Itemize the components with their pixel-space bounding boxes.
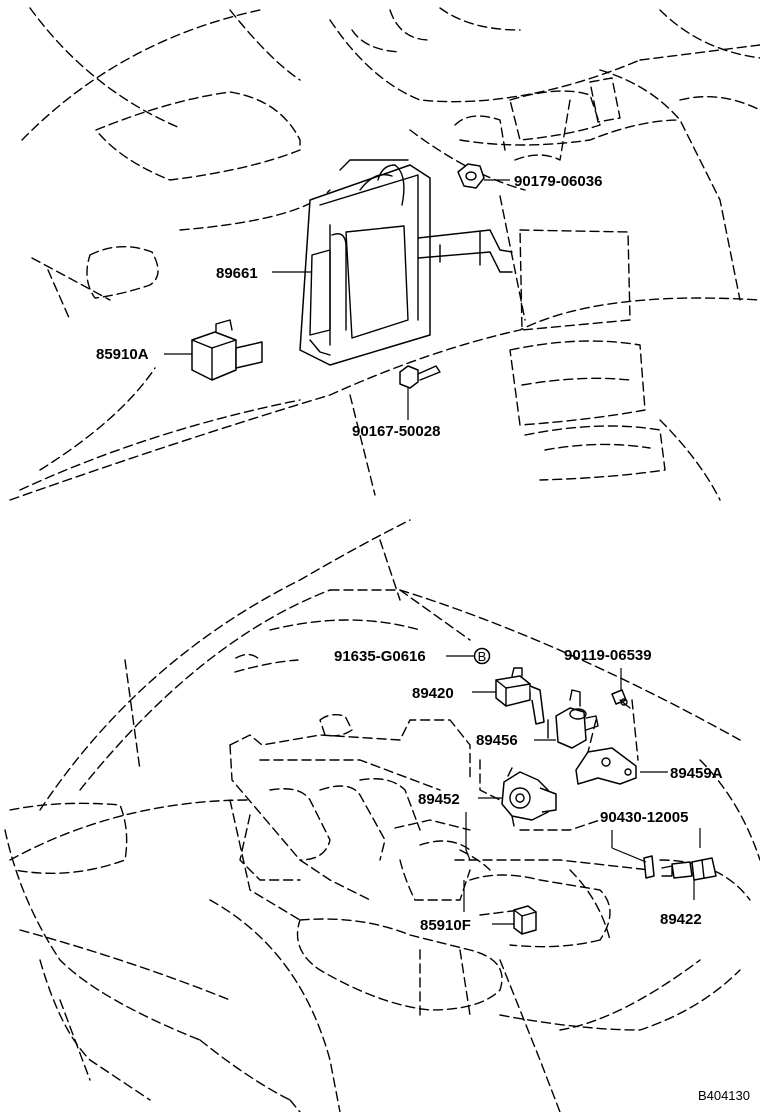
engine-bay-outline (4, 519, 760, 1112)
bolt-marker-b: B (473, 647, 491, 665)
relay-85910a (191, 319, 263, 381)
label-89459a: 89459A (670, 765, 723, 782)
label-89420: 89420 (412, 685, 454, 702)
interior-outline (9, 7, 760, 501)
label-89452: 89452 (418, 791, 460, 808)
bracket-89459a (575, 699, 639, 785)
ecu-module (299, 159, 513, 366)
engine-block (229, 713, 651, 948)
label-91635-g0616: 91635-G0616 (334, 648, 426, 665)
sensor-89452 (501, 767, 557, 827)
bolt-90167 (399, 365, 441, 389)
sensor-89420 (495, 667, 545, 725)
label-89456: 89456 (476, 732, 518, 749)
gasket-90430 (643, 855, 655, 879)
label-85910f: 85910F (420, 917, 471, 934)
label-90179-06036: 90179-06036 (514, 173, 602, 190)
label-89422: 89422 (660, 911, 702, 928)
label-90167-50028: 90167-50028 (352, 423, 440, 440)
relay-85910f (513, 905, 537, 935)
upper-leaders (164, 179, 510, 420)
lower-leaders (446, 655, 701, 925)
label-89661: 89661 (216, 265, 258, 282)
bolt-90119 (611, 689, 631, 709)
drawing-id: B404130 (698, 1088, 750, 1103)
sensor-89456 (547, 689, 599, 749)
label-90430-12005: 90430-12005 (600, 809, 688, 826)
nut-90179 (457, 163, 485, 189)
label-85910a: 85910A (96, 346, 149, 363)
sensor-89422 (661, 857, 717, 881)
label-90119-06539: 90119-06539 (564, 647, 652, 664)
marker-b-text: B (478, 649, 487, 664)
